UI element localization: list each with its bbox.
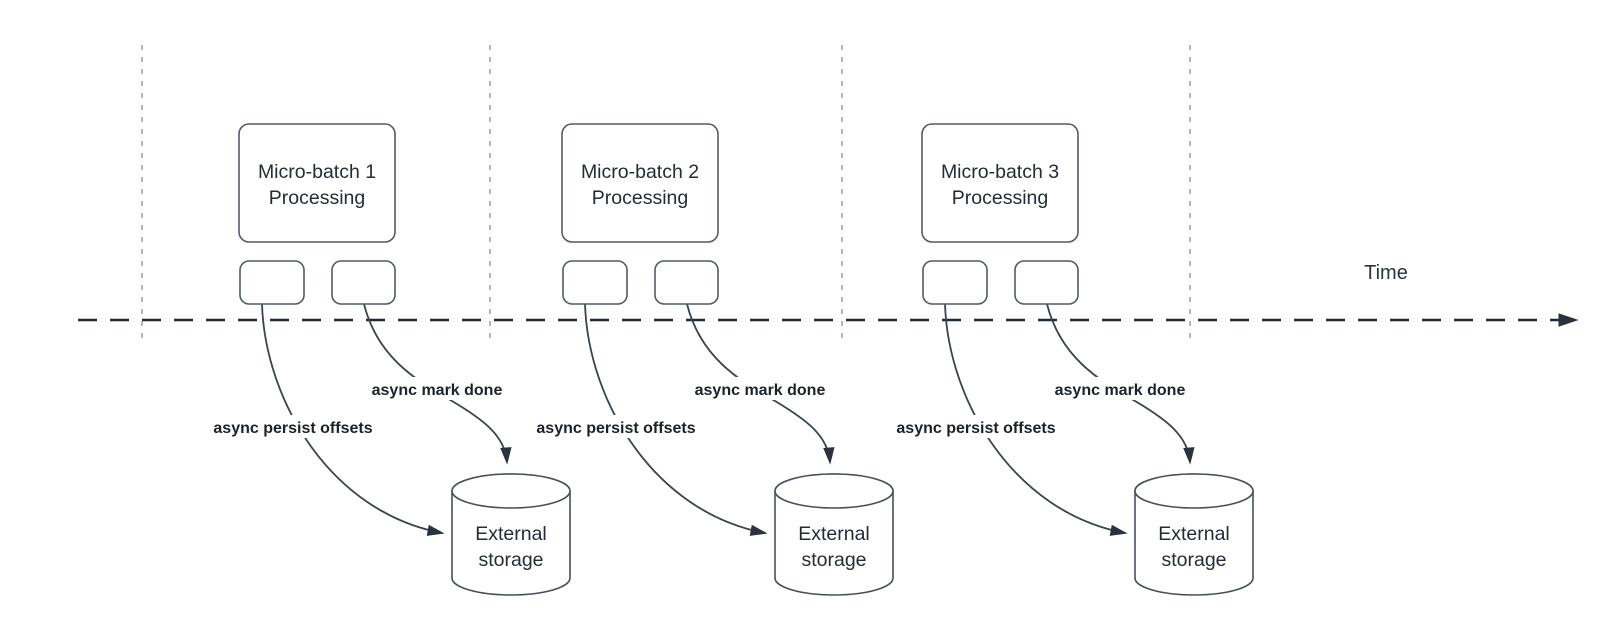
persist-label-background [525,415,707,438]
storage-label-line1: External [798,523,870,545]
mark-done-task-box [1014,260,1079,305]
done-arrow-label: async mark done [372,382,503,399]
persist-offsets-arrow [944,303,1128,536]
persist-task-box [562,260,628,305]
persist-arrow-label: async persist offsets [213,420,372,437]
microbatch-title-line2: Processing [592,187,688,209]
microbatch-title-line1: Micro-batch 1 [258,161,376,183]
time-axis-label: Time [1364,262,1408,284]
done-label-background [1041,377,1199,400]
done-label-background [358,377,516,400]
mark-done-task-box [654,260,719,305]
storage-label-line2: storage [478,549,543,571]
microbatch-group-3: Micro-batch 3 Processing External storag… [885,123,1254,596]
microbatch-box [238,123,396,243]
persist-task-box [922,260,988,305]
microbatch-title-line1: Micro-batch 3 [941,161,1059,183]
microbatch-title-line1: Micro-batch 2 [581,161,699,183]
persist-label-background [885,415,1067,438]
mark-done-arrow [686,303,835,465]
persist-task-box [239,260,305,305]
storage-cylinder-top [451,473,571,509]
microbatch-box [921,123,1079,243]
storage-label-line1: External [1158,523,1230,545]
persist-label-background [202,415,384,438]
microbatch-title-line2: Processing [269,187,365,209]
storage-label-line2: storage [801,549,866,571]
mark-done-arrow [1046,303,1195,465]
mark-done-task-box [331,260,396,305]
storage-label-line2: storage [1161,549,1226,571]
persist-offsets-arrow [584,303,768,536]
persist-arrow-label: async persist offsets [896,420,1055,437]
storage-cylinder-top [1134,473,1254,509]
persist-offsets-arrow [261,303,445,536]
mark-done-arrow [363,303,512,465]
persist-arrow-label: async persist offsets [536,420,695,437]
storage-cylinder-top [774,473,894,509]
microbatch-group-1: Micro-batch 1 Processing External storag… [202,123,571,596]
microbatch-group-2: Micro-batch 2 Processing External storag… [525,123,894,596]
storage-label-line1: External [475,523,547,545]
microbatch-box [561,123,719,243]
done-label-background [681,377,839,400]
microbatch-title-line2: Processing [952,187,1048,209]
done-arrow-label: async mark done [1055,382,1186,399]
done-arrow-label: async mark done [695,382,826,399]
